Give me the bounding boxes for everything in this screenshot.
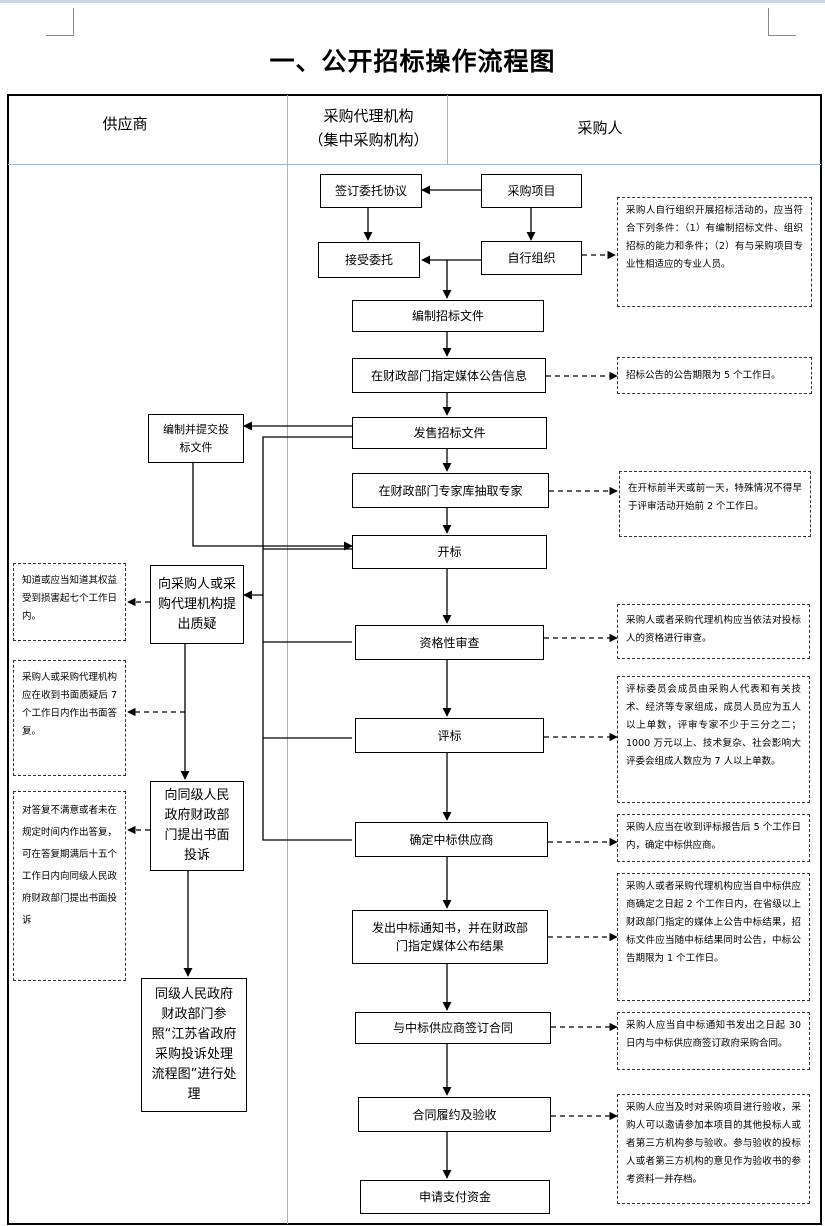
box-issue-notice: 发出中标通知书，并在财政部门指定媒体公布结果: [352, 910, 548, 964]
box-determine-winner: 确定中标供应商: [355, 822, 548, 857]
box-qualification-review: 资格性审查: [355, 625, 544, 660]
note-acceptance: 采购人应当及时对采购项目进行验收，采购人可以邀请参加本项目的其他投标人或者第三方…: [617, 1094, 810, 1204]
page-corner-mark-right: [768, 8, 796, 36]
page-title: 一、公开招标操作流程图: [269, 47, 556, 76]
box-publish-notice: 在财政部门指定媒体公告信息: [352, 358, 546, 393]
note-doubt-timing: 知道或应当知道其权益受到损害起七个工作日内。: [13, 563, 126, 641]
top-bar: [0, 0, 825, 3]
column-divider-2: [447, 95, 448, 165]
box-government-handling: 同级人民政府财政部门参照“江苏省政府采购投诉处理流程图”进行处理: [141, 978, 247, 1112]
note-self-organize-conditions: 采购人自行组织开展招标活动的，应当符合下列条件：（1）有编制招标文件、组织招标的…: [617, 197, 812, 307]
box-written-complaint: 向同级人民政府财政部门提出书面投诉: [150, 781, 244, 871]
column-header-agency-line2: （集中采购机构）: [308, 131, 429, 149]
box-sign-agreement: 签订委托协议: [320, 174, 422, 208]
box-draw-experts: 在财政部门专家库抽取专家: [352, 473, 549, 508]
box-sell-docs: 发售招标文件: [352, 417, 547, 449]
column-header-agency: 采购代理机构 （集中采购机构）: [290, 104, 447, 152]
box-prepare-submit-bid: 编制并提交投标文件: [148, 414, 244, 463]
box-perform-acceptance: 合同履约及验收: [358, 1097, 551, 1132]
note-winner-timing: 采购人应当在收到评标报告后 5 个工作日内，确定中标供应商。: [617, 814, 810, 862]
flowchart-frame: [7, 94, 822, 1225]
box-evaluate: 评标: [355, 718, 544, 753]
column-divider-1: [287, 95, 288, 1224]
note-qualification-review: 采购人或者采购代理机构应当依法对投标人的资格进行审查。: [617, 604, 810, 659]
note-evaluation-committee: 评标委员会成员由采购人代表和有关技术、经济等专家组成，成员人员应为五人以上单数，…: [617, 676, 810, 803]
note-reply-timing: 采购人或采购代理机构应在收到书面质疑后 7 个工作日内作出书面答复。: [13, 660, 126, 776]
box-apply-payment: 申请支付资金: [360, 1180, 550, 1214]
box-prepare-docs: 编制招标文件: [352, 300, 544, 332]
box-purchase-project: 采购项目: [481, 174, 582, 208]
box-open-bids: 开标: [352, 535, 547, 569]
note-expert-timing: 在开标前半天或前一天，特殊情况不得早于评审活动开始前 2 个工作日。: [619, 471, 811, 537]
page-corner-mark-left: [46, 8, 74, 36]
column-header-agency-line1: 采购代理机构: [323, 107, 414, 125]
header-divider: [8, 164, 821, 165]
note-result-publish: 采购人或者采购代理机构应当自中标供应商确定之日起 2 个工作日内，在省级以上财政…: [617, 873, 810, 1001]
note-complaint-timing: 对答复不满意或者未在规定时间内作出答复，可在答复期满后十五个工作日内向同级人民政…: [13, 791, 126, 981]
box-accept-commission: 接受委托: [318, 242, 420, 278]
column-header-supplier: 供应商: [102, 115, 148, 133]
column-header-purchaser: 采购人: [577, 119, 623, 137]
note-notice-period: 招标公告的公告期限为 5 个工作日。: [617, 357, 812, 394]
box-raise-doubt: 向采购人或采购代理机构提出质疑: [150, 565, 244, 644]
box-self-organize: 自行组织: [481, 241, 582, 275]
note-contract-timing: 采购人应当自中标通知书发出之日起 30 日内与中标供应商签订政府采购合同。: [617, 1012, 810, 1070]
box-sign-contract: 与中标供应商签订合同: [355, 1012, 551, 1044]
